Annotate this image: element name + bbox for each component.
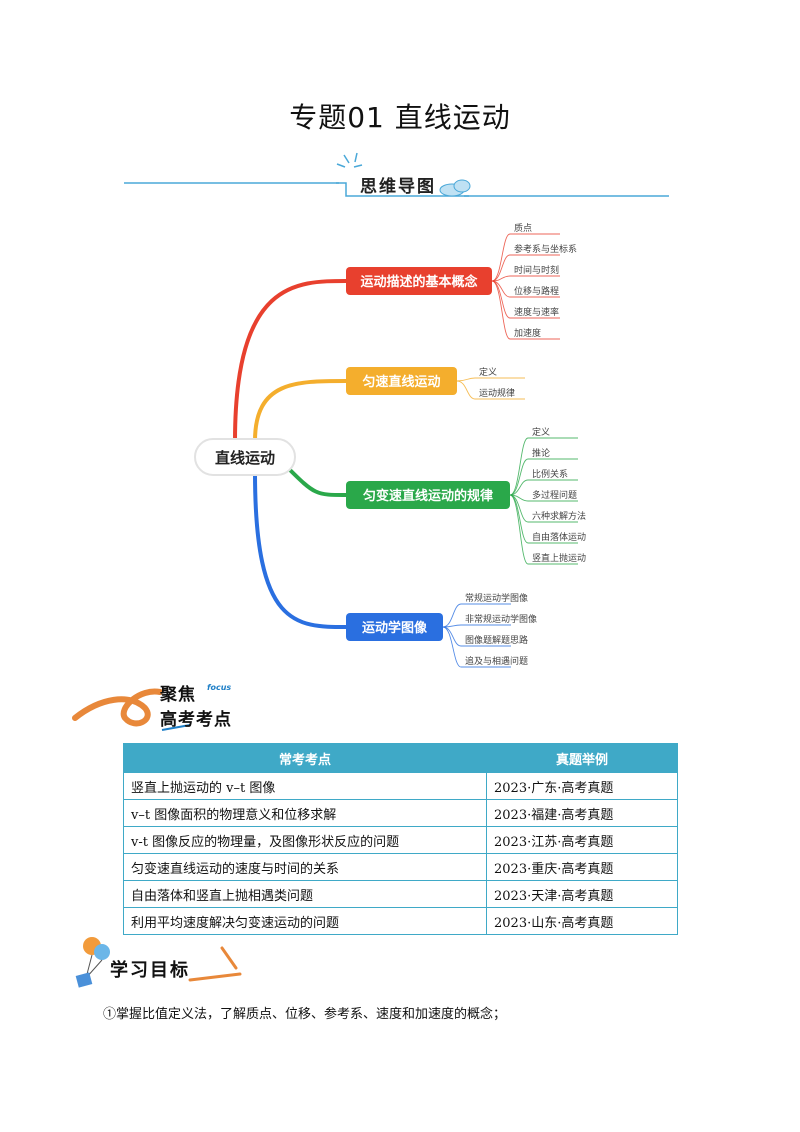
leaf-label: 多过程问题 [532,489,577,501]
example-cell: 2023·天津·高考真题 [486,880,678,908]
root-node [194,438,296,476]
leaf-connector [456,380,525,400]
leaf-label: 定义 [532,426,550,438]
root-label: 直线运动 [215,449,275,467]
cloud-icon [439,179,471,197]
exam-point-cell: v–t 图像面积的物理意义和位移求解 [123,799,487,827]
page-title: 专题01 直线运动 [289,101,511,134]
focus-title: 聚焦 [160,685,196,705]
focus-tag: focus [207,683,232,692]
header-real-example: 真题举例 [486,743,678,773]
header-exam-point: 常考考点 [123,743,487,773]
leaf-label: 追及与相遇问题 [465,655,528,667]
leaf-label: 图像题解题思路 [465,634,528,646]
branch-node [346,267,492,295]
leaf-label: 六种求解方法 [532,510,586,522]
branch-connector [285,465,348,497]
goal-item: ①掌握比值定义法，了解质点、位移、参考系、速度和加速度的概念； [103,1007,507,1022]
mindmap: 运动描述的基本概念 质点参考系与坐标系时间与时刻位移与路程速度与速率加速度匀速直线… [194,222,586,668]
leaf-label: 常规运动学图像 [465,592,528,604]
leaf-label: 比例关系 [532,468,568,480]
branch-label: 匀变速直线运动的规律 [363,488,493,504]
table-row: 匀变速直线运动的速度与时间的关系 2023·重庆·高考真题 [123,853,678,881]
leaf-label: 非常规运动学图像 [465,613,537,625]
example-cell: 2023·山东·高考真题 [486,907,678,935]
leaf-connector [509,494,578,565]
leaf-connector [509,494,578,502]
leaf-connector [491,275,560,282]
example-cell: 2023·重庆·高考真题 [486,853,678,881]
branch-connector [253,379,348,443]
leaf-label: 加速度 [514,327,541,339]
focus-banner-swoosh [72,688,191,731]
example-cell: 2023·福建·高考真题 [486,799,678,827]
example-cell: 2023·江苏·高考真题 [486,826,678,854]
leaf-connector [442,624,511,628]
leaf-connector [491,280,560,340]
branch-label: 运动学图像 [362,620,428,636]
branch-node [346,613,443,641]
focus-subtitle: 高考考点 [160,710,232,730]
goals-header: 学习目标 [110,960,190,981]
leaf-label: 时间与时刻 [514,264,559,276]
branch-node [346,367,457,395]
branch-node [346,481,510,509]
table-row: 竖直上抛运动的 v–t 图像 2023·广东·高考真题 [123,772,678,800]
leaf-connector [509,437,578,496]
exam-point-cell: 匀变速直线运动的速度与时间的关系 [123,853,487,881]
table-row: 自由落体和竖直上抛相遇类问题 2023·天津·高考真题 [123,880,678,908]
table-row: v-t 图像反应的物理量，及图像形状反应的问题 2023·江苏·高考真题 [123,826,678,854]
example-cell: 2023·广东·高考真题 [486,772,678,800]
branch-label: 匀速直线运动 [362,374,440,390]
leaf-connector [456,377,525,382]
leaf-label: 位移与路程 [514,285,559,297]
sparkle-icon [336,152,363,168]
leaf-connector [491,254,560,282]
leaf-label: 竖直上抛运动 [532,552,586,564]
exam-points-table: 常考考点 真题举例 竖直上抛运动的 v–t 图像 2023·广东·高考真题 v–… [123,743,678,935]
leaf-label: 质点 [514,222,532,234]
leaf-label: 运动规律 [479,387,515,399]
branch-connector [253,471,348,629]
table-header-row: 常考考点 真题举例 [123,743,678,773]
leaf-connector [509,458,578,496]
leaf-label: 推论 [532,447,550,459]
leaf-label: 定义 [479,366,497,378]
exam-point-cell: 利用平均速度解决匀变速运动的问题 [123,907,487,935]
leaf-label: 自由落体运动 [532,531,586,543]
leaf-connector [509,479,578,496]
table-row: v–t 图像面积的物理意义和位移求解 2023·福建·高考真题 [123,799,678,827]
mindmap-header-label: 思维导图 [360,177,436,197]
balloon-icon [75,937,242,988]
exam-point-cell: v-t 图像反应的物理量，及图像形状反应的问题 [123,826,487,854]
leaf-connector [491,233,560,282]
branch-connector [233,279,348,443]
leaf-label: 参考系与坐标系 [514,243,577,255]
exam-point-cell: 自由落体和竖直上抛相遇类问题 [123,880,487,908]
leaf-label: 速度与速率 [514,306,559,318]
table-row: 利用平均速度解决匀变速运动的问题 2023·山东·高考真题 [123,907,678,935]
leaf-connector [442,626,511,668]
mindmap-header-banner [124,152,669,197]
branch-label: 运动描述的基本概念 [360,274,477,290]
exam-point-cell: 竖直上抛运动的 v–t 图像 [123,772,487,800]
leaf-connector [442,603,511,628]
